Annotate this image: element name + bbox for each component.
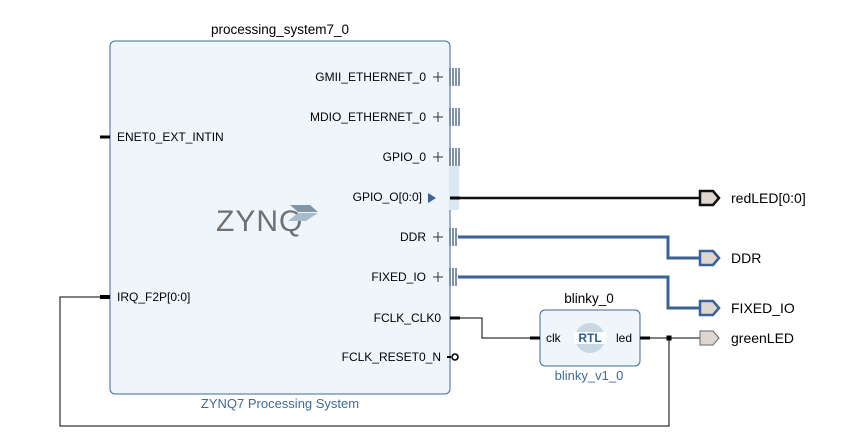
zynq-logo-chevron-1 — [290, 205, 318, 212]
external-port-fixed-io-label: FIXED_IO — [731, 300, 795, 316]
port-mdio-label: MDIO_ETHERNET_0 — [310, 110, 426, 124]
output-port-icon — [698, 189, 721, 207]
rtl-badge-band — [574, 332, 606, 344]
bus-interface-icon — [449, 268, 457, 286]
port-enet0-label: ENET0_EXT_INTIN — [117, 130, 224, 144]
zynq-logo-icon: ZYNQ — [216, 205, 318, 238]
port-ddr[interactable]: DDR — [400, 228, 457, 246]
expand-plus-icon[interactable] — [433, 232, 443, 242]
bus-interface-icon — [449, 108, 460, 126]
port-fixed-io[interactable]: FIXED_IO — [371, 268, 457, 286]
output-port-icon — [698, 249, 721, 267]
port-clk-label: clk — [546, 331, 562, 345]
wire-fixed-io-bus[interactable] — [458, 275, 700, 310]
port-gpio-o[interactable]: GPIO_O[0:0] — [353, 166, 460, 210]
wire-led-to-irq-loop[interactable] — [59, 296, 670, 427]
port-fclk-reset0-n-label: FCLK_RESET0_N — [342, 350, 441, 364]
external-port-greenled[interactable]: greenLED — [699, 330, 794, 346]
ps-footer: ZYNQ7 Processing System — [201, 396, 359, 411]
port-led[interactable]: led — [616, 331, 650, 345]
output-port-icon — [699, 330, 720, 346]
output-port-icon — [698, 299, 721, 317]
port-gpio-o-highlight — [449, 166, 459, 210]
port-irq-f2p[interactable]: IRQ_F2P[0:0] — [100, 290, 190, 304]
zynq-logo-chevron-2 — [288, 213, 318, 221]
active-low-bubble-icon — [451, 353, 459, 361]
wire-ddr-bus[interactable] — [458, 235, 700, 260]
rtl-footer: blinky_v1_0 — [555, 368, 624, 383]
bus-interface-icon — [449, 148, 460, 166]
external-port-fixed-io[interactable]: FIXED_IO — [698, 299, 795, 317]
expand-plus-icon[interactable] — [433, 272, 443, 282]
rtl-badge-icon: RTL — [574, 323, 606, 353]
rtl-instance-name: blinky_0 — [564, 291, 614, 306]
port-gmii-ethernet-0[interactable]: GMII_ETHERNET_0 — [315, 68, 460, 86]
zynq-logo-text: ZYNQ — [216, 205, 303, 238]
port-ddr-label: DDR — [400, 230, 426, 244]
port-irq-label: IRQ_F2P[0:0] — [117, 290, 190, 304]
external-port-redled[interactable]: redLED[0:0] — [698, 189, 806, 207]
expand-plus-icon[interactable] — [433, 152, 443, 162]
port-gpio0-label: GPIO_0 — [383, 150, 427, 164]
port-gpio-0[interactable]: GPIO_0 — [383, 148, 460, 166]
port-fclk-clk0[interactable]: FCLK_CLK0 — [374, 311, 460, 325]
rtl-block[interactable]: blinky_0 blinky_v1_0 clk led RTL — [530, 291, 650, 383]
external-port-redled-label: redLED[0:0] — [731, 190, 806, 206]
port-enet0-ext-intin[interactable]: ENET0_EXT_INTIN — [100, 130, 224, 144]
port-fclk-clk0-label: FCLK_CLK0 — [374, 311, 442, 325]
bus-interface-icon — [449, 68, 460, 86]
expand-plus-icon[interactable] — [433, 112, 443, 122]
port-gpio-o-label: GPIO_O[0:0] — [353, 190, 422, 204]
port-clk[interactable]: clk — [530, 331, 562, 345]
ps-instance-name: processing_system7_0 — [211, 22, 349, 37]
rtl-badge-text: RTL — [578, 331, 601, 345]
port-mdio-ethernet-0[interactable]: MDIO_ETHERNET_0 — [310, 108, 460, 126]
bus-interface-icon — [449, 228, 457, 246]
port-gmii-label: GMII_ETHERNET_0 — [315, 70, 426, 84]
triangle-right-icon — [428, 193, 436, 203]
wire-junction — [666, 335, 672, 341]
external-port-ddr-label: DDR — [731, 250, 761, 266]
port-fclk-reset0-n[interactable]: FCLK_RESET0_N — [342, 350, 459, 364]
external-port-greenled-label: greenLED — [731, 330, 794, 346]
port-led-label: led — [616, 331, 632, 345]
external-port-ddr[interactable]: DDR — [698, 249, 761, 267]
ps-block-body[interactable] — [109, 40, 451, 395]
port-fixed-io-label: FIXED_IO — [371, 270, 426, 284]
ps-block[interactable]: processing_system7_0 ZYNQ7 Processing Sy… — [100, 22, 460, 411]
expand-plus-icon[interactable] — [433, 72, 443, 82]
wire-fclk-to-clk[interactable] — [460, 317, 532, 339]
